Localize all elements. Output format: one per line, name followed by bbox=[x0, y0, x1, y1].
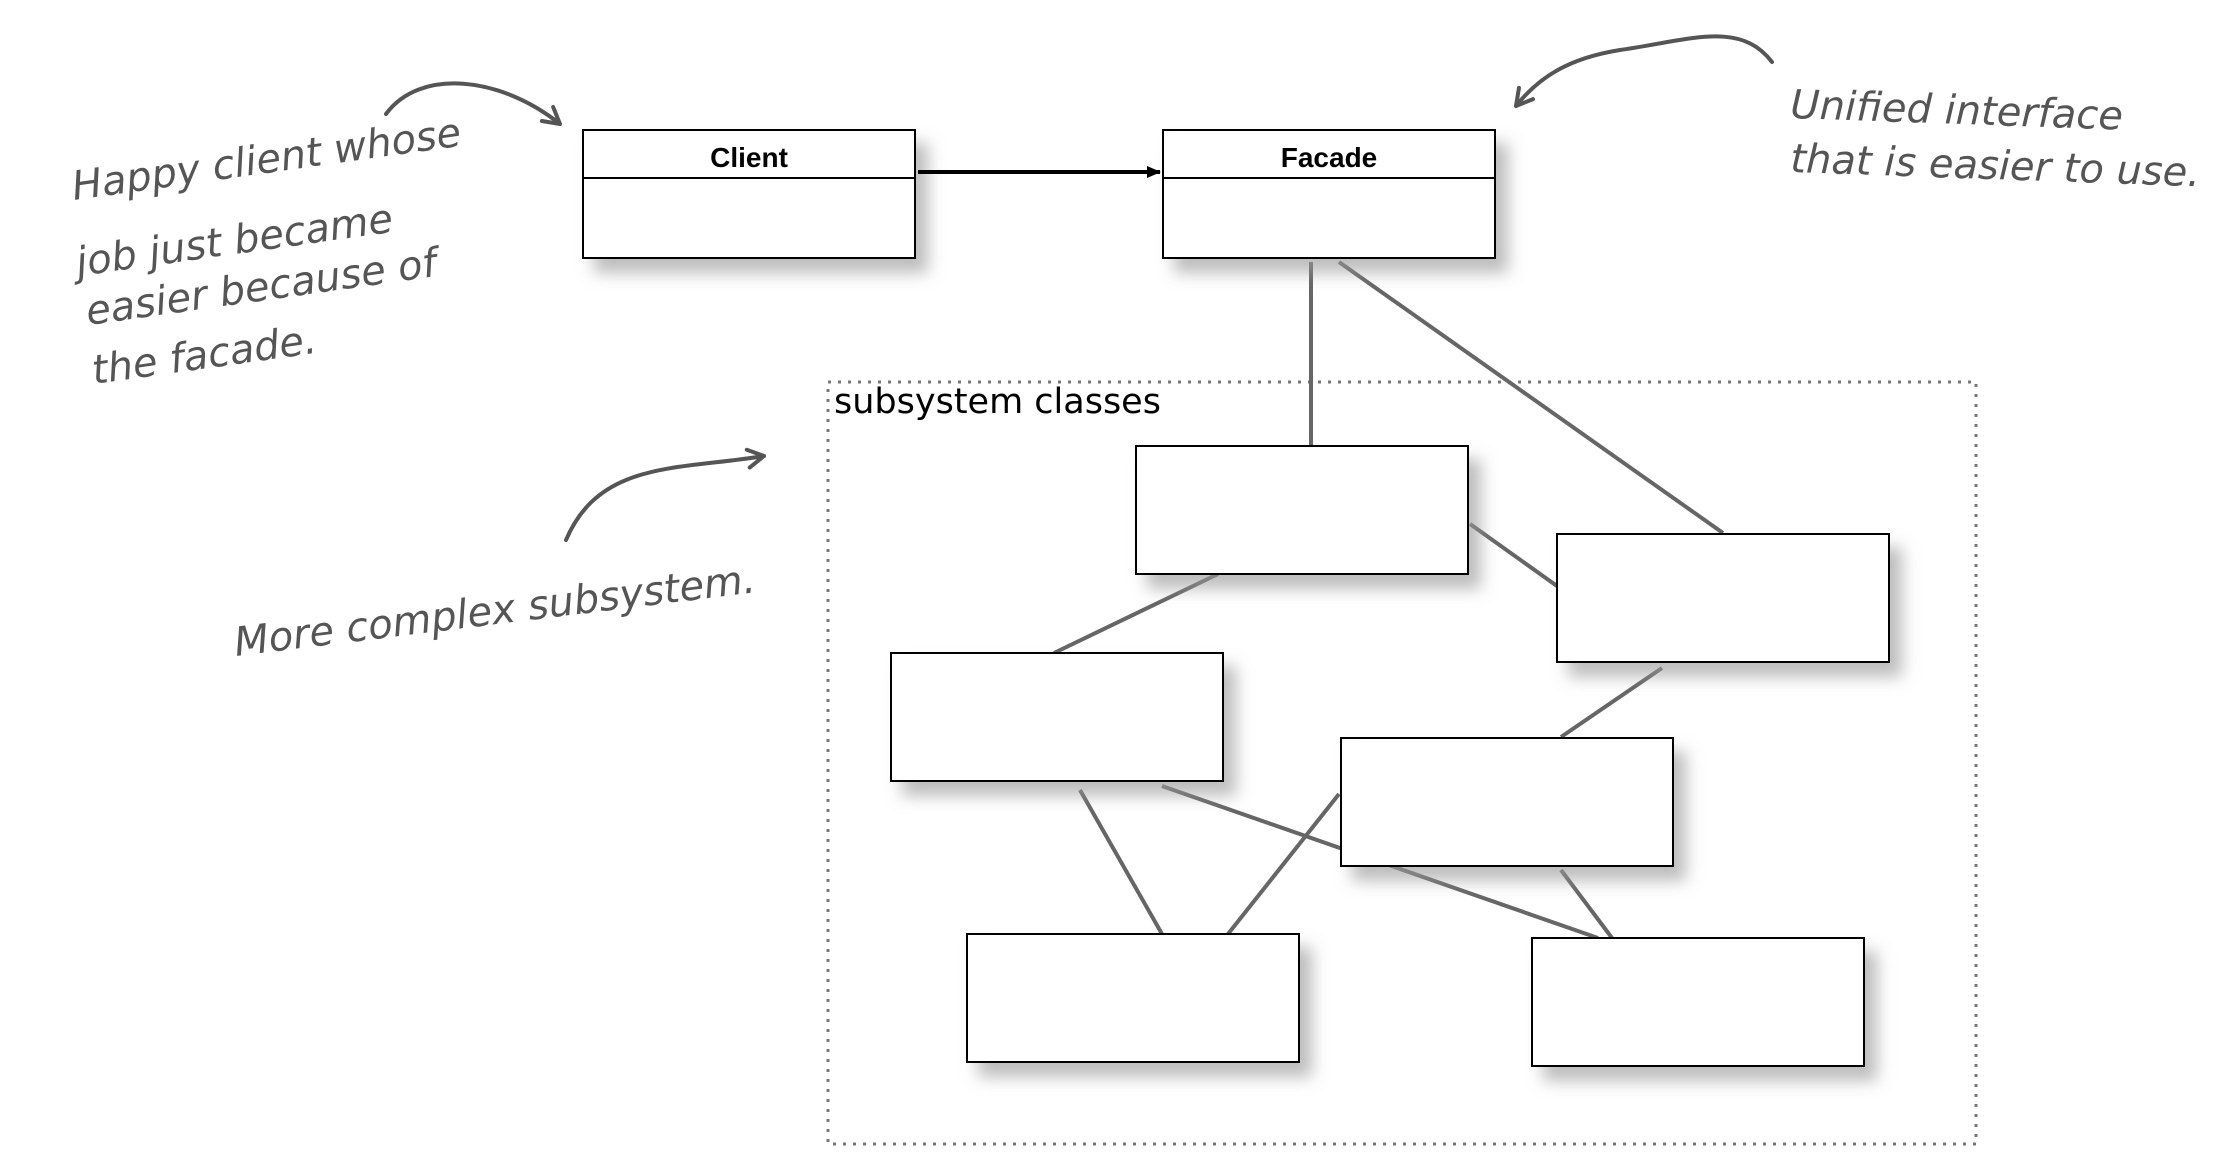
facade-note-line: Unified interface bbox=[1790, 82, 2124, 140]
subsystem-class-box bbox=[966, 933, 1300, 1063]
subsystem-class-box bbox=[890, 652, 1224, 782]
facade-note-line: that is easier to use. bbox=[1790, 136, 2201, 196]
client-note-line: Happy client whose bbox=[69, 110, 464, 210]
client-class-name: Client bbox=[710, 142, 788, 173]
subsystem-class-box bbox=[1556, 533, 1890, 663]
facade-class-frame bbox=[1162, 129, 1496, 259]
subsystem-class-box bbox=[1135, 445, 1469, 575]
client-annotation-arrow bbox=[384, 81, 562, 126]
client-annotation: Happy client whose job just became easie… bbox=[68, 81, 562, 394]
subsystem-note: More complex subsystem. bbox=[232, 556, 758, 666]
subsystem-class-box bbox=[1340, 737, 1674, 867]
subsystem-annotation: More complex subsystem. bbox=[232, 447, 766, 666]
client-class-frame bbox=[582, 129, 916, 259]
connector-center-to-bottom-left-class bbox=[1226, 792, 1341, 936]
facade-class-box: Facade bbox=[1162, 129, 1496, 259]
connector-top-to-right-class bbox=[1468, 522, 1559, 588]
subsystem-group-label: subsystem classes bbox=[834, 382, 1161, 422]
subsystem-classes bbox=[890, 445, 1890, 1067]
connector-top-to-left-class bbox=[1053, 572, 1219, 655]
facade-annotation: Unified interface that is easier to use. bbox=[1514, 34, 2201, 196]
facade-annotation-arrow bbox=[1514, 34, 1774, 108]
subsystem-class-box bbox=[1531, 937, 1865, 1067]
connector-right-to-center-class bbox=[1559, 666, 1664, 739]
facade-class-name: Facade bbox=[1281, 142, 1378, 173]
connector-facade-to-right-class bbox=[1337, 260, 1725, 535]
connector-center-to-bottom-right-class bbox=[1559, 868, 1614, 940]
client-class-box: Client bbox=[582, 129, 916, 259]
subsystem-annotation-arrow bbox=[564, 447, 766, 542]
connector-left-to-bottom-left-class bbox=[1078, 789, 1164, 935]
